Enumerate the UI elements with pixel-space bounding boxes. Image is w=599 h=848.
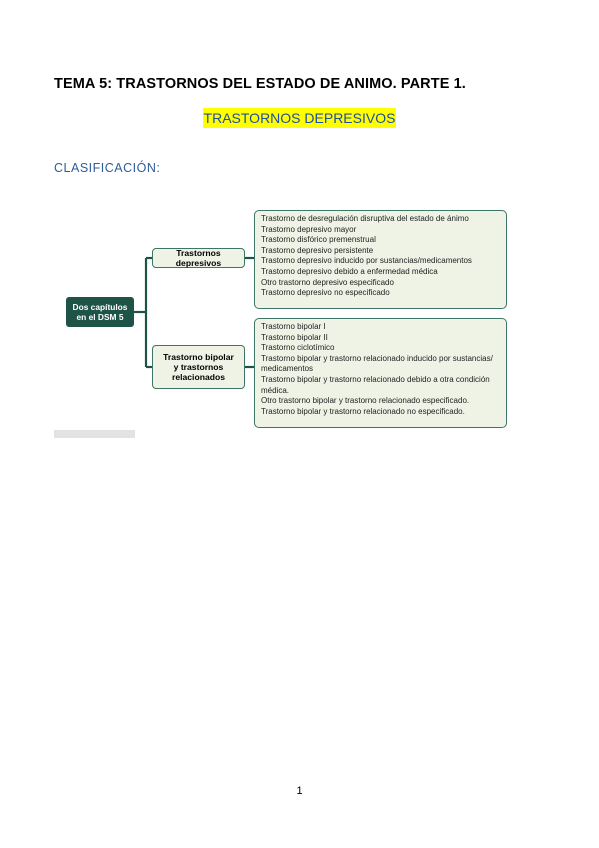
list-item: Trastorno bipolar y trastorno relacionad… xyxy=(261,406,465,416)
branch-bipolar-line-2: y trastornos xyxy=(173,362,224,372)
list-item: Trastorno bipolar y trastorno relacionad… xyxy=(261,353,493,374)
document-title: TEMA 5: TRASTORNOS DEL ESTADO DE ANIMO. … xyxy=(54,76,466,92)
subtitle: TRASTORNOS DEPRESIVOS xyxy=(0,108,599,128)
list-item: Trastorno ciclotímico xyxy=(261,343,335,353)
diagram-root-node: Dos capítulos en el DSM 5 xyxy=(66,297,134,327)
bipolar-disorders-list: Trastorno bipolar I Trastorno bipolar II… xyxy=(254,318,507,428)
list-item: Otro trastorno depresivo especificado xyxy=(261,277,394,287)
list-item: Trastorno bipolar y trastorno relacionad… xyxy=(261,374,490,395)
list-item: Trastorno depresivo mayor xyxy=(261,224,357,234)
list-item: Trastorno de desregulación disruptiva de… xyxy=(261,214,469,223)
list-item: Trastorno depresivo persistente xyxy=(261,245,374,255)
depressive-disorders-list: Trastorno de desregulación disruptiva de… xyxy=(254,210,507,309)
branch-bipolar-line-3: relacionados xyxy=(171,372,225,382)
branch-bipolar-line-1: Trastorno bipolar xyxy=(163,352,234,362)
subtitle-highlight: TRASTORNOS DEPRESIVOS xyxy=(202,108,397,128)
branch-bipolar-node: Trastorno bipolar y trastornos relaciona… xyxy=(152,345,245,389)
grey-divider-bar xyxy=(54,430,135,438)
list-item: Trastorno bipolar I xyxy=(261,322,326,331)
list-item: Trastorno bipolar II xyxy=(261,332,328,342)
root-line-2: en el DSM 5 xyxy=(76,312,124,322)
list-item: Otro trastorno bipolar y trastorno relac… xyxy=(261,396,470,406)
list-item: Trastorno depresivo debido a enfermedad … xyxy=(261,266,438,276)
root-line-1: Dos capítulos xyxy=(72,302,128,312)
list-item: Trastorno depresivo no especificado xyxy=(261,288,390,298)
list-item: Trastorno disfórico premenstrual xyxy=(261,235,376,245)
section-heading: CLASIFICACIÓN: xyxy=(54,161,161,175)
branch-depressive-label: Trastornos depresivos xyxy=(175,248,222,268)
list-item: Trastorno depresivo inducido por sustanc… xyxy=(261,256,472,266)
page-number: 1 xyxy=(296,785,303,797)
branch-depressive-node: Trastornos depresivos xyxy=(152,248,245,268)
